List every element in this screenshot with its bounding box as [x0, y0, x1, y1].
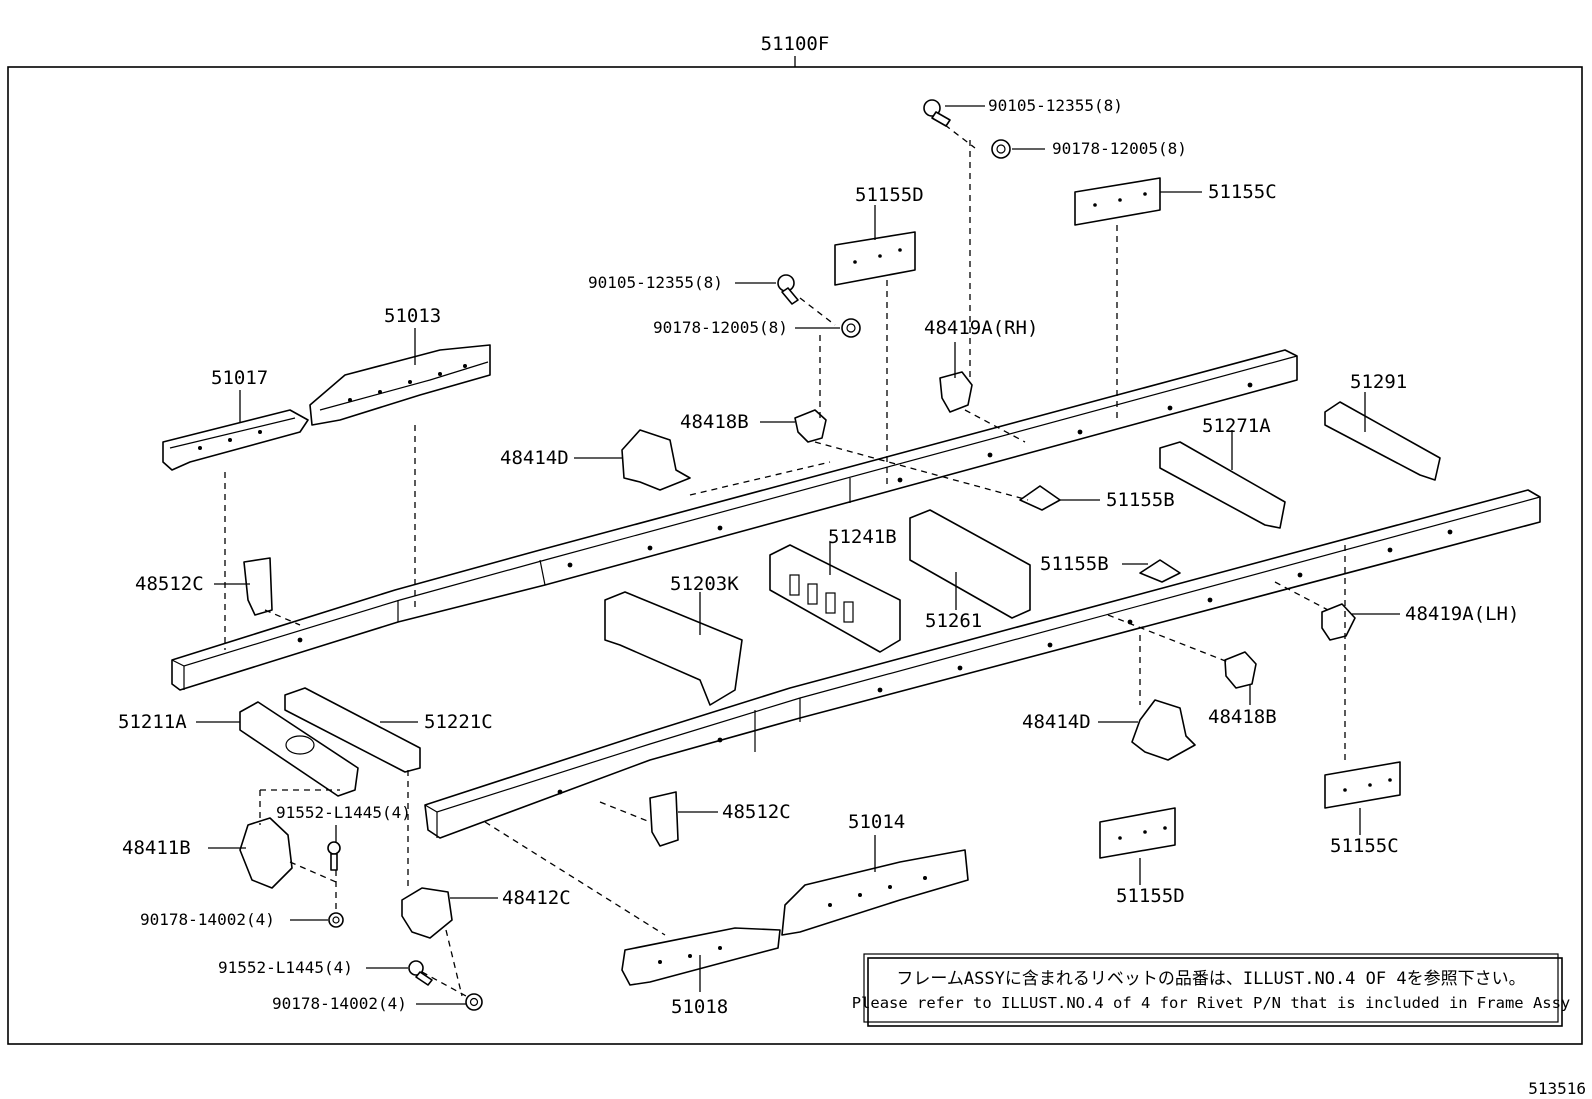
side-rail-upper	[171, 349, 1298, 691]
callout-c21: 51211A	[118, 711, 187, 733]
callout-c32: 51155D	[1116, 885, 1185, 907]
callout-c05: 90105-12355(8)	[588, 273, 723, 292]
part-48512C-lower	[649, 791, 679, 847]
callout-c30: 90178-14002(4)	[140, 910, 275, 929]
part-48418B-lower	[1224, 651, 1257, 689]
callout-c14: 51155B	[1106, 489, 1175, 511]
assembly-lines	[224, 124, 1346, 997]
rivet-note-box: フレームASSYに含まれるリベットの品番は、ILLUST.NO.4 OF 4を参…	[852, 953, 1571, 1027]
callout-c33: 91552-L1445(4)	[218, 958, 353, 977]
callout-c29: 48412C	[502, 887, 571, 909]
part-51013	[309, 344, 491, 426]
part-48419A-LH	[1321, 603, 1356, 641]
callout-c10: 48418B	[680, 411, 749, 433]
bolt-top-1	[923, 99, 951, 127]
callout-c20: 48419A(LH)	[1405, 603, 1519, 625]
callout-c34: 90178-14002(4)	[272, 994, 407, 1013]
bolt-top-2	[777, 274, 799, 305]
part-51155C-top	[1074, 177, 1161, 226]
part-51155C-lower	[1324, 761, 1401, 809]
part-51155D-top	[834, 231, 916, 286]
part-48414D-lower	[1131, 699, 1196, 761]
part-51018	[621, 927, 781, 986]
callout-c35: 51018	[671, 996, 728, 1018]
part-48412C	[401, 887, 453, 939]
callout-c19: 51261	[925, 610, 982, 632]
part-48419A-RH	[939, 371, 973, 413]
nut-90178-14002-lower	[465, 993, 483, 1011]
callout-c07: 48419A(RH)	[924, 317, 1038, 339]
callout-c12: 51291	[1350, 371, 1407, 393]
part-48411B	[239, 817, 293, 889]
part-51271A	[1159, 441, 1286, 529]
assembly-label: 51100F	[761, 33, 830, 55]
part-51241B	[769, 544, 901, 653]
callout-c26: 48411B	[122, 837, 191, 859]
callout-c06: 90178-12005(8)	[653, 318, 788, 337]
callout-c28: 51014	[848, 811, 905, 833]
callout-c17: 48512C	[135, 573, 204, 595]
callout-c03: 51155C	[1208, 181, 1277, 203]
rivet-note-jp: フレームASSYに含まれるリベットの品番は、ILLUST.NO.4 OF 4を参…	[896, 969, 1525, 989]
part-48418B-upper	[794, 409, 827, 443]
callout-c02: 90178-12005(8)	[1052, 139, 1187, 158]
part-51017	[162, 409, 309, 471]
part-48512C-upper	[243, 557, 273, 616]
callout-labels: 90105-12355(8) 90178-12005(8) 51155C 511…	[118, 96, 1519, 1018]
callout-c15: 51241B	[828, 526, 897, 548]
callout-c16: 51155B	[1040, 553, 1109, 575]
callout-c27: 48512C	[722, 801, 791, 823]
callout-c25: 91552-L1445(4)	[276, 803, 411, 822]
bolt-91552-upper	[327, 841, 341, 871]
callout-c18: 51203K	[670, 573, 739, 595]
side-rail-lower	[424, 489, 1541, 839]
callout-c13: 51271A	[1202, 415, 1271, 437]
callout-c04: 51155D	[855, 184, 924, 206]
drawing-number: 513516	[1528, 1079, 1586, 1098]
part-48414D-upper	[621, 429, 691, 491]
part-51203K	[604, 591, 743, 706]
part-51261	[909, 509, 1031, 619]
leader-lines	[196, 105, 1400, 1005]
part-51155D-lower	[1099, 807, 1176, 859]
part-51155B-upper	[1019, 485, 1061, 511]
bolt-91552-lower	[408, 960, 433, 986]
nut-90178-14002-upper	[328, 912, 344, 928]
part-51014	[781, 849, 969, 936]
part-51291	[1324, 401, 1441, 481]
part-51155B-lower	[1139, 559, 1181, 583]
callout-c01: 90105-12355(8)	[988, 96, 1123, 115]
callout-c09: 51017	[211, 367, 268, 389]
part-51221C	[284, 687, 421, 773]
callout-c24: 48418B	[1208, 706, 1277, 728]
callout-c23: 48414D	[1022, 711, 1091, 733]
callout-c31: 51155C	[1330, 835, 1399, 857]
part-51211A	[239, 701, 359, 797]
nut-top-2	[841, 318, 861, 338]
callout-c22: 51221C	[424, 711, 493, 733]
callout-c08: 51013	[384, 305, 441, 327]
rivet-note-en: Please refer to ILLUST.NO.4 of 4 for Riv…	[852, 994, 1571, 1012]
nut-top-1	[991, 139, 1011, 159]
callout-c11: 48414D	[500, 447, 569, 469]
